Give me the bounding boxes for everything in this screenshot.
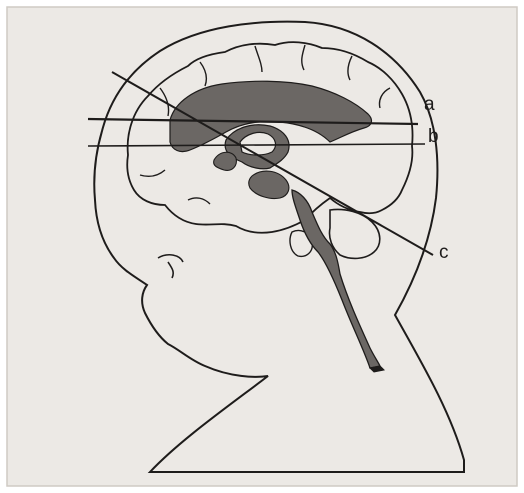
label-c: c: [439, 242, 449, 263]
label-b: b: [428, 126, 439, 147]
label-a: a: [424, 94, 435, 115]
